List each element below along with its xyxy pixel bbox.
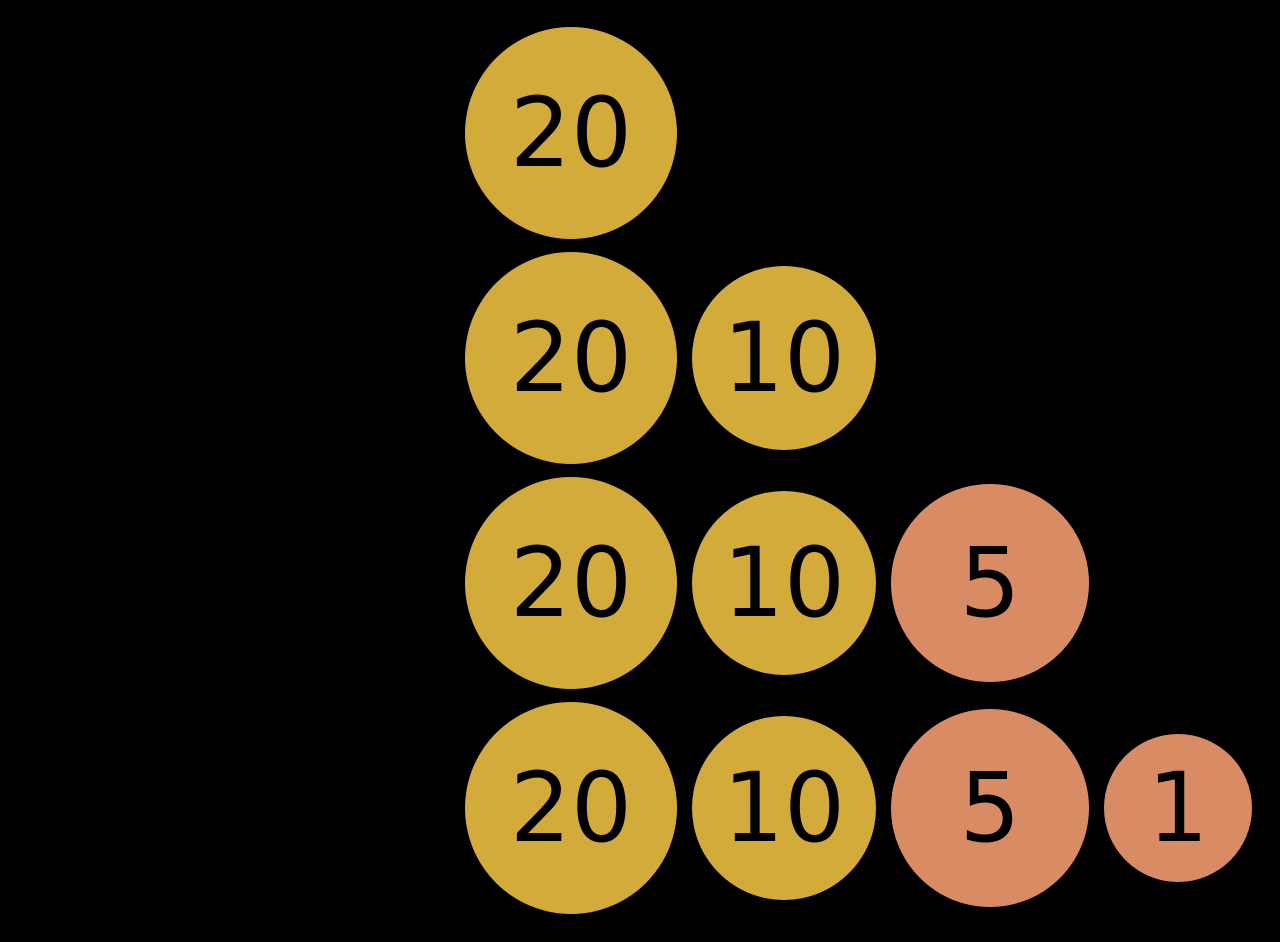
- coin-value-label: 20: [509, 527, 633, 639]
- coin-10: 10: [692, 266, 876, 450]
- coin-10: 10: [692, 716, 876, 900]
- coin-value-label: 5: [959, 527, 1021, 639]
- coin-10: 10: [692, 491, 876, 675]
- coin-value-label: 20: [509, 77, 633, 189]
- coin-20: 20: [465, 702, 677, 914]
- coin-1: 1: [1104, 734, 1252, 882]
- coin-value-label: 10: [722, 752, 846, 864]
- coin-20: 20: [465, 252, 677, 464]
- coin-20: 20: [465, 27, 677, 239]
- coin-value-label: 10: [722, 302, 846, 414]
- coin-value-label: 1: [1147, 752, 1209, 864]
- coin-5: 5: [891, 709, 1089, 907]
- coin-5: 5: [891, 484, 1089, 682]
- coin-value-label: 20: [509, 752, 633, 864]
- coin-value-label: 20: [509, 302, 633, 414]
- coin-value-label: 5: [959, 752, 1021, 864]
- coin-20: 20: [465, 477, 677, 689]
- coin-value-label: 10: [722, 527, 846, 639]
